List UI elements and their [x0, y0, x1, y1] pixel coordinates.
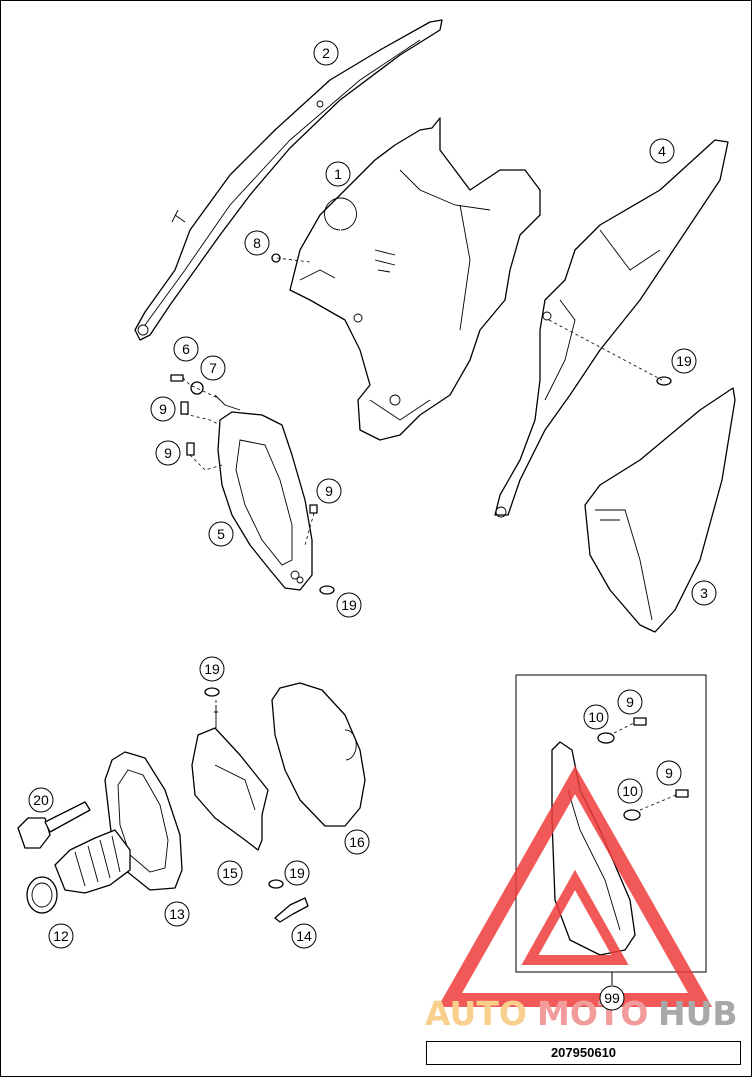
svg-text:99: 99 [604, 990, 620, 1006]
part-16-filter-cover [271, 682, 366, 827]
svg-text:19: 19 [289, 865, 305, 881]
part-15-filter-frame [191, 705, 269, 851]
svg-text:20: 20 [33, 792, 49, 808]
part-20-plug [17, 801, 91, 849]
callout-4: 4 [649, 138, 675, 164]
svg-text:9: 9 [626, 694, 634, 710]
leader-lines [182, 257, 677, 811]
svg-text:16: 16 [349, 834, 365, 850]
svg-text:12: 12 [53, 928, 69, 944]
callout-16: 16 [344, 829, 370, 855]
svg-text:19: 19 [204, 661, 220, 677]
callout-99: 99 [599, 985, 625, 1011]
callout-19-a: 19 [671, 348, 697, 374]
watermark-text-hub: HUB [658, 994, 738, 1033]
svg-text:8: 8 [253, 235, 261, 251]
svg-text:9: 9 [164, 445, 172, 461]
callout-9-e: 9 [656, 760, 682, 786]
callout-10-a: 10 [583, 704, 609, 730]
watermark-text-moto: MOTO [537, 994, 648, 1033]
svg-text:2: 2 [322, 45, 330, 61]
callout-10-b: 10 [617, 778, 643, 804]
svg-text:7: 7 [209, 360, 217, 376]
svg-text:6: 6 [182, 341, 190, 357]
callout-7: 7 [200, 355, 226, 381]
callout-8: 8 [244, 230, 270, 256]
callout-15: 15 [217, 860, 243, 886]
svg-text:10: 10 [588, 709, 604, 725]
part-12-intake-boot [26, 829, 131, 914]
svg-text:5: 5 [217, 526, 225, 542]
svg-text:9: 9 [159, 401, 167, 417]
svg-text:10: 10 [622, 783, 638, 799]
svg-text:19: 19 [676, 353, 692, 369]
drawing-number: 207950610 [426, 1041, 741, 1065]
fasteners [170, 253, 672, 889]
callout-9-a: 9 [150, 396, 176, 422]
callout-1: 1 [325, 161, 351, 187]
callout-9-d: 9 [617, 689, 643, 715]
callout-19-b: 19 [336, 592, 362, 618]
callout-20: 20 [28, 787, 54, 813]
part-5-filter-cage [214, 394, 313, 591]
svg-text:1: 1 [334, 166, 342, 182]
callout-14: 14 [291, 923, 317, 949]
svg-text:15: 15 [222, 865, 238, 881]
part-4-side-panel [494, 139, 729, 518]
callout-13: 13 [164, 901, 190, 927]
callout-5: 5 [208, 521, 234, 547]
callout-19-c: 19 [199, 656, 225, 682]
callout-9-c: 9 [316, 478, 342, 504]
svg-text:9: 9 [325, 483, 333, 499]
svg-text:14: 14 [296, 928, 312, 944]
part-14-clip [274, 897, 309, 923]
part-2-side-strip [134, 19, 443, 341]
callout-3: 3 [691, 580, 717, 606]
svg-text:13: 13 [169, 906, 185, 922]
svg-text:9: 9 [665, 765, 673, 781]
callout-9-b: 9 [155, 440, 181, 466]
watermark-automotohub: AUTO MOTO HUB [425, 765, 738, 1033]
svg-text:4: 4 [658, 143, 666, 159]
part-3-number-plate [584, 387, 736, 633]
callout-19-d: 19 [284, 860, 310, 886]
part-1-airbox [289, 117, 541, 441]
callout-6: 6 [173, 336, 199, 362]
svg-text:3: 3 [700, 585, 708, 601]
callout-12: 12 [48, 923, 74, 949]
svg-text:19: 19 [341, 597, 357, 613]
callout-2: 2 [313, 40, 339, 66]
watermark-text-auto: AUTO [425, 994, 527, 1033]
